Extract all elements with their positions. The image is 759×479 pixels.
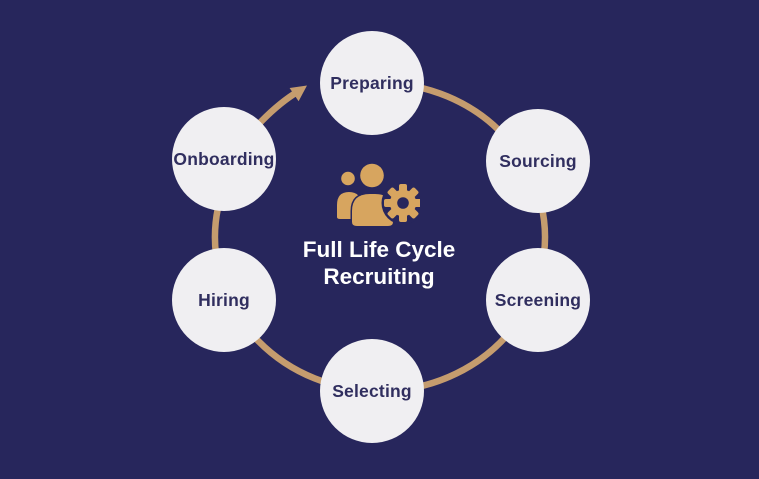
front-person-head (358, 162, 386, 189)
stage-label: Preparing (330, 72, 414, 93)
stage-label: Screening (494, 289, 582, 310)
stage-label: Hiring (198, 289, 250, 310)
diagram-title-line1: Full Life Cycle (302, 237, 456, 262)
stage-node-selecting: Selecting (320, 339, 424, 443)
stage-node-preparing: Preparing (320, 31, 424, 135)
stage-node-sourcing: Sourcing (486, 109, 590, 213)
stage-node-hiring: Hiring (172, 248, 276, 352)
diagram-title-line2: Recruiting (323, 264, 435, 289)
diagram-title: Full Life Cycle Recruiting (229, 236, 529, 290)
arrow-head (289, 85, 307, 102)
stage-node-screening: Screening (486, 248, 590, 352)
people-gear-icon (337, 162, 420, 228)
stage-label: Selecting (332, 380, 412, 401)
stage-label: Sourcing (499, 150, 577, 171)
stage-node-onboarding: Onboarding (172, 107, 276, 211)
stage-label: Onboarding (173, 148, 275, 169)
back-person-head (341, 171, 355, 186)
gear-hole (397, 197, 409, 209)
gear-icon (381, 181, 420, 225)
